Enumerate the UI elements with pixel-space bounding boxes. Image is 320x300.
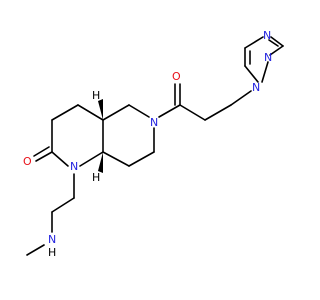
acyl-chain	[158, 83, 252, 121]
aminoethyl-chain	[26, 173, 75, 256]
atom-o-lactam: O	[23, 155, 32, 168]
bond-tz-c3-n4-dbl	[268, 39, 279, 47]
triazole-ring	[244, 36, 284, 83]
atom-n1-lactam: N	[70, 160, 78, 173]
atom-h-stereo-bottom: H	[92, 171, 100, 184]
bond-chain-2	[204, 104, 232, 121]
bond-c8a-n1	[79, 151, 104, 167]
bond-tz-n1-n2	[261, 61, 269, 83]
stereo-wedge-bottom	[98, 152, 103, 173]
atom-h-amine: H	[48, 246, 56, 259]
lactam-carbonyl	[33, 146, 53, 162]
bond-c7-c8	[128, 151, 155, 167]
chemical-structure-diagram: O N N O N N N N H H H	[23, 29, 284, 259]
piperidine-ring	[102, 104, 155, 167]
bond-n1-c2	[51, 151, 69, 167]
atom-n6-piperidine: N	[150, 116, 158, 129]
atom-triazole-n4: N	[263, 29, 271, 42]
bond-chain-1	[179, 104, 206, 121]
atom-triazole-n1: N	[252, 81, 260, 94]
bond-chain-3	[230, 90, 252, 106]
atom-n-amine: N	[48, 233, 56, 246]
bond-tz-c3-n4	[270, 36, 284, 47]
bond-c2-o-2	[33, 146, 50, 157]
bond-tz-n4-c5	[244, 36, 264, 49]
bond-tz-n1-c5	[244, 65, 259, 83]
lactam-ring	[51, 104, 104, 167]
bond-c2-c3	[51, 104, 79, 121]
bond-n6-camide	[158, 104, 181, 118]
atom-o-amide: O	[172, 70, 181, 83]
atom-labels: O N N O N N N N H H H	[23, 29, 272, 259]
bond-c2-o-1	[35, 151, 53, 162]
bond-c4-c4a	[77, 104, 104, 121]
atom-triazole-n2: N	[264, 51, 272, 64]
atom-h-stereo-top: H	[92, 89, 100, 102]
bond-c4a-c5	[102, 104, 130, 121]
bond-tz-n2-c3	[269, 45, 284, 56]
bond-c8-c8a	[102, 151, 130, 167]
bond-c5-n6	[128, 104, 150, 118]
bond-nh-ch3	[26, 244, 45, 256]
bond-ch2-ch2	[51, 197, 75, 213]
stereo-wedge-top	[98, 99, 103, 120]
